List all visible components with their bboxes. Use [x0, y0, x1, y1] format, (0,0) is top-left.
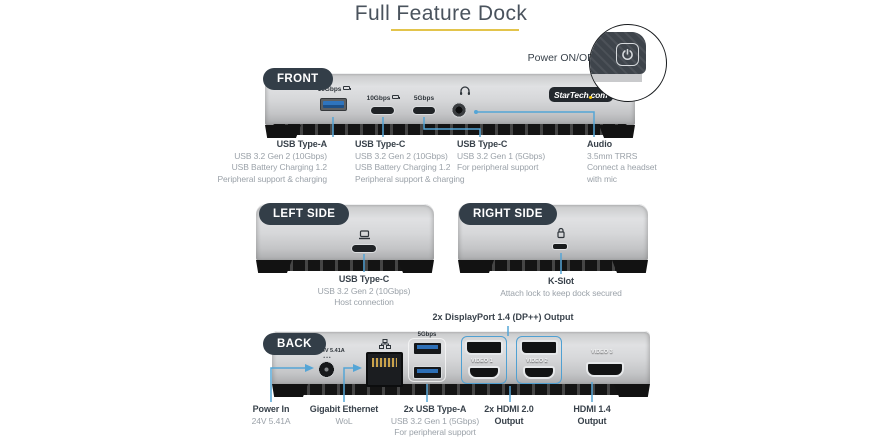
usb-c1-speed-label: 10Gbps	[358, 95, 408, 102]
annotation-gigabit-ethernet: Gigabit Ethernet WoL	[309, 404, 379, 426]
hdmi-port-1	[468, 366, 500, 379]
power-button-magnifier	[589, 24, 667, 102]
annotation-back-usb-a: 2x USB Type-A USB 3.2 Gen 1 (5Gbps) For …	[390, 404, 480, 438]
displayport-2	[520, 340, 558, 355]
back-view-image: DC 24V 5.41A • • • 5Gbps VIDEO 1 VIDEO 2…	[272, 331, 650, 397]
back-usb-a-port-1	[413, 342, 442, 355]
back-usb-speed-label: 5Gbps	[417, 332, 437, 338]
video3-label: VIDEO 3	[591, 349, 613, 355]
video1-label: VIDEO 1	[471, 358, 493, 364]
usb-a-port	[320, 98, 347, 111]
right-side-badge: RIGHT SIDE	[459, 203, 557, 225]
ethernet-icon	[379, 339, 391, 349]
dc-power-label: DC 24V 5.41A	[309, 348, 345, 354]
usb-c-port-5gbps	[412, 106, 436, 115]
usb-a-speed-label: 10Gbps	[309, 86, 359, 93]
back-foot-right	[614, 384, 650, 397]
right-foot-left	[458, 260, 494, 273]
back-usb-a-port-2	[413, 366, 442, 379]
audio-jack	[451, 102, 467, 118]
left-foot-left	[256, 260, 292, 273]
dc-power-jack	[318, 361, 335, 378]
front-foot-left	[265, 125, 301, 138]
usb-c-port-10gbps	[370, 106, 395, 115]
power-on-off-label: Power ON/OFF	[527, 52, 600, 64]
battery-icon	[392, 95, 401, 99]
hdmi-port-3	[586, 362, 624, 377]
laptop-icon	[359, 230, 370, 240]
battery-icon	[343, 86, 352, 90]
hdmi-port-2	[523, 366, 555, 379]
host-usb-c-port	[351, 244, 377, 253]
lock-icon	[557, 227, 565, 239]
ethernet-port	[366, 352, 403, 387]
k-slot-port	[552, 243, 568, 250]
front-badge: FRONT	[263, 68, 333, 90]
annotation-power-in: Power In 24V 5.41A	[251, 404, 291, 426]
back-badge: BACK	[263, 333, 326, 355]
annotation-usb-c-5: USB Type-C USB 3.2 Gen 1 (5Gbps) For per…	[457, 139, 546, 173]
displayport-annotation: 2x DisplayPort 1.4 (DP++) Output	[432, 312, 574, 322]
right-dock-feet	[465, 260, 641, 271]
left-foot-right	[398, 260, 434, 273]
video2-group-outline	[516, 336, 562, 384]
annotation-hdmi-1-4: HDMI 1.4 Output	[573, 404, 611, 426]
title-underline	[391, 29, 519, 31]
left-side-badge: LEFT SIDE	[259, 203, 350, 225]
front-foot-right	[599, 125, 635, 138]
usb-c2-speed-label: 5Gbps	[413, 95, 435, 102]
back-dock-feet	[280, 384, 642, 395]
power-icon	[622, 48, 633, 60]
annotation-usb-a: USB Type-A USB 3.2 Gen 2 (10Gbps) USB Ba…	[217, 139, 327, 184]
video2-label: VIDEO 2	[526, 358, 548, 364]
annotation-hdmi-2: 2x HDMI 2.0 Output	[484, 404, 534, 426]
displayport-1	[465, 340, 503, 355]
annotation-host-usb-c: USB Type-C USB 3.2 Gen 2 (10Gbps) Host c…	[317, 274, 411, 308]
page-title: Full Feature Dock	[354, 2, 528, 25]
annotation-usb-c-10: USB Type-C USB 3.2 Gen 2 (10Gbps) USB Ba…	[355, 139, 465, 184]
video1-group-outline	[461, 336, 507, 384]
logo-yellow-dot	[588, 96, 592, 99]
dc-polarity-marks: • • •	[323, 355, 331, 360]
right-foot-right	[612, 260, 648, 273]
dock-surface-zoomed	[590, 74, 642, 82]
annotation-audio: Audio 3.5mm TRRS Connect a headset with …	[587, 139, 657, 184]
usb-pair-outline	[408, 338, 446, 382]
headphones-icon	[460, 86, 470, 95]
left-dock-feet	[263, 260, 427, 271]
back-foot-left	[272, 384, 308, 397]
annotation-k-slot: K-Slot Attach lock to keep dock secured	[500, 276, 622, 298]
front-dock-feet	[273, 124, 627, 135]
dock-corner-zoomed	[590, 32, 646, 74]
startech-logo: StarTech.com	[549, 87, 613, 102]
power-button	[616, 43, 639, 66]
